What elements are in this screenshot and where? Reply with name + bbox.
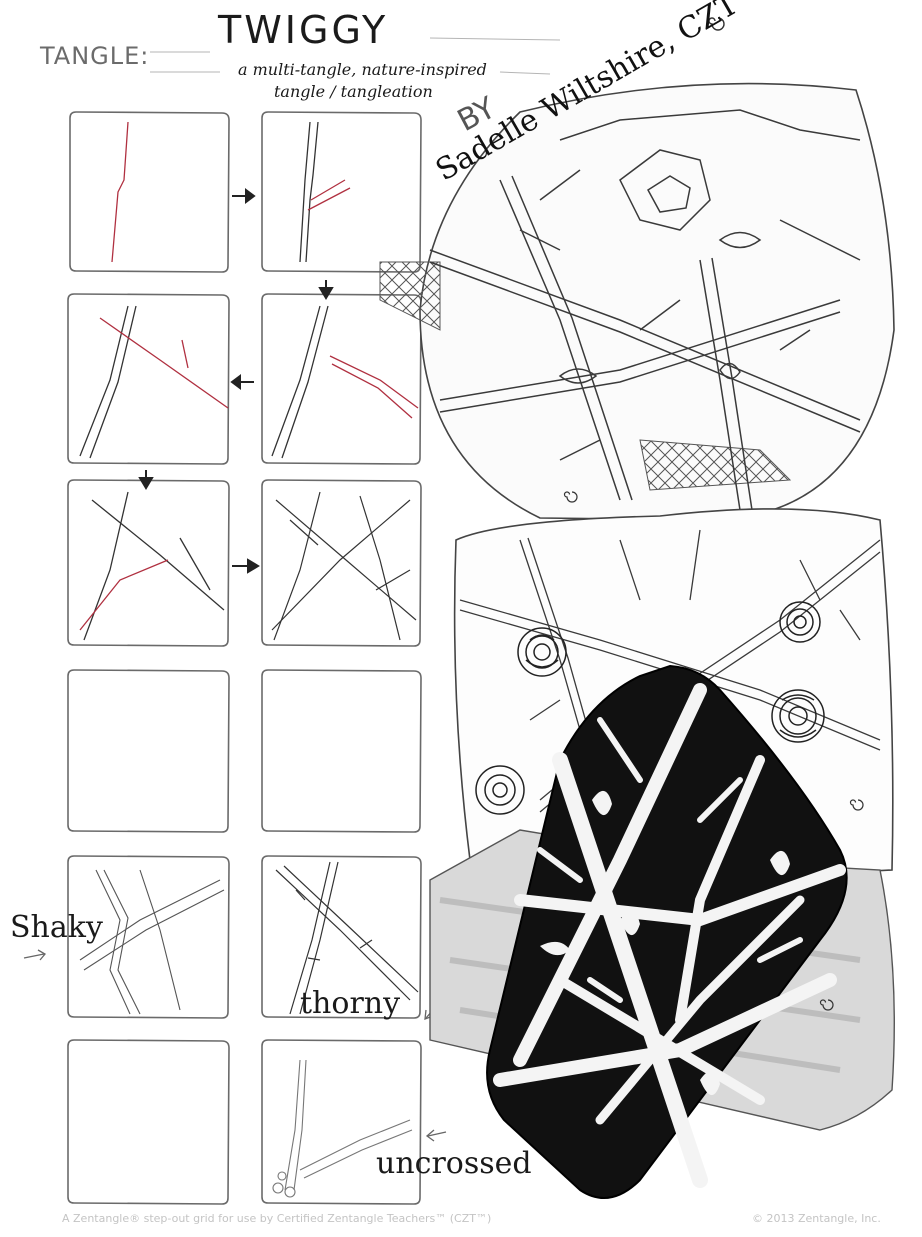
variation-shaky: Shaky: [10, 910, 103, 945]
variation-uncrossed: uncrossed: [376, 1146, 532, 1181]
step-6-drawing: [272, 492, 416, 640]
footer-copyright-right: © 2013 Zentangle, Inc.: [752, 1212, 881, 1225]
subtitle-line-2: tangle / tangleation: [274, 82, 433, 101]
step-3-drawing: [80, 306, 228, 458]
page-title: TWIGGY: [218, 8, 388, 52]
step-box-1: [70, 112, 229, 272]
step-grid: [68, 112, 421, 1204]
step-5-drawing: [80, 492, 224, 640]
step-box-8: [262, 670, 421, 832]
step-1-drawing: [112, 122, 128, 262]
tangle-label: TANGLE:: [40, 42, 149, 70]
footer-copyright-left: A Zentangle® step-out grid for use by Ce…: [62, 1212, 491, 1225]
step-box-6: [262, 480, 421, 646]
step-box-7: [68, 670, 229, 832]
step-box-3: [68, 294, 229, 464]
subtitle-line-1: a multi-tangle, nature-inspired: [238, 60, 487, 79]
step-box-4: [262, 294, 421, 464]
step-box-11: [68, 1040, 229, 1204]
variation-thorny: thorny: [300, 986, 400, 1021]
step-box-5: [68, 480, 229, 646]
step-2-drawing: [300, 122, 350, 262]
step-4-drawing: [272, 306, 418, 458]
step-arrows: [140, 190, 332, 572]
pointer-arrows: [24, 950, 446, 1141]
